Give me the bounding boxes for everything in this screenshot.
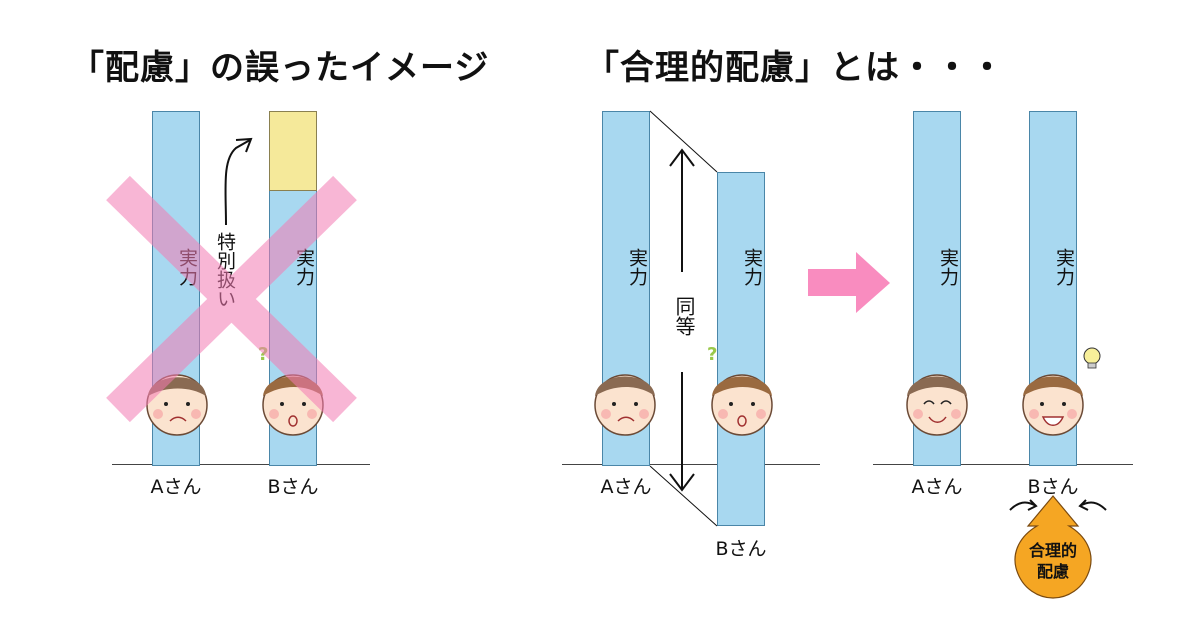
badge-arrowhead-right <box>1078 499 1089 511</box>
face-b-before <box>711 374 773 436</box>
equal-label: 同等 <box>672 296 696 336</box>
badge-label-line1: 合理的 <box>1028 541 1077 560</box>
guide-line-bottom <box>649 465 718 527</box>
question-icon-left: ? <box>258 344 268 365</box>
face-a-after <box>906 374 968 436</box>
face-a-before <box>594 374 656 436</box>
bar-label-b-after: 実力 <box>1053 248 1075 286</box>
bar-label-b-left: 実力 <box>293 248 315 286</box>
person-label-b-left: Bさん <box>267 476 319 498</box>
bar-label-a-after: 実力 <box>937 248 959 286</box>
ground-line-before <box>562 464 820 465</box>
person-label-a-after: Aさん <box>911 476 963 498</box>
equal-arrowhead-top <box>669 148 695 167</box>
badge-arrowhead-left <box>1027 499 1038 511</box>
accommodation-badge-icon <box>1014 495 1092 599</box>
person-label-b-after: Bさん <box>1027 476 1079 498</box>
cross-mark-icon <box>106 175 357 423</box>
face-b-after <box>1022 374 1084 436</box>
title-misconception: 「配慮」の誤ったイメージ <box>70 48 490 88</box>
transition-arrow-icon <box>808 252 890 313</box>
bar-label-b-before: 実力 <box>741 248 763 286</box>
extra-block-left <box>269 111 317 191</box>
bar-b-before <box>717 172 765 526</box>
cheeks <box>153 409 1077 419</box>
guide-line-top <box>649 110 718 173</box>
ground-line-left <box>112 464 370 465</box>
equal-arrowhead-bottom <box>669 473 695 492</box>
bar-label-a-before: 実力 <box>626 248 648 286</box>
person-label-b-before: Bさん <box>715 538 767 560</box>
person-label-a-left: Aさん <box>150 476 202 498</box>
badge-label-line2: 配慮 <box>1036 562 1069 581</box>
person-label-a-before: Aさん <box>600 476 652 498</box>
lightbulb-icon <box>1083 347 1101 369</box>
title-reasonable-accommodation: 「合理的配慮」とは・・・ <box>585 48 1005 88</box>
special-arrow <box>224 139 251 226</box>
ground-line-after <box>873 464 1133 465</box>
special-arrowhead <box>235 137 253 153</box>
question-icon-before: ? <box>707 344 717 365</box>
